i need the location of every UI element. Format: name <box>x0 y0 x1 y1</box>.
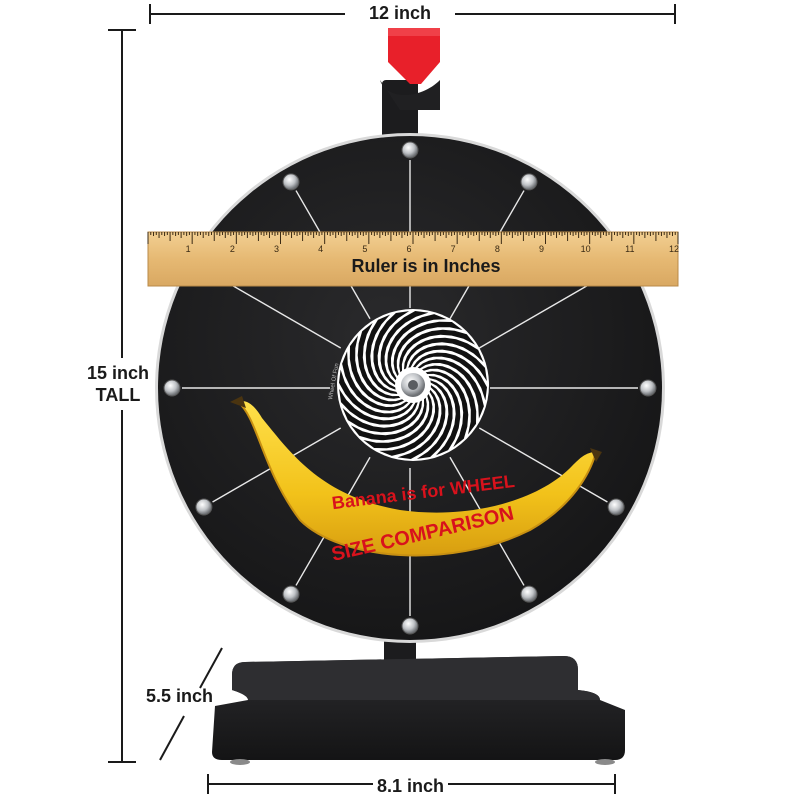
hub-swirl-stripe <box>342 351 409 411</box>
wheel-peg <box>401 617 419 635</box>
hub-swirl-stripe <box>404 337 484 370</box>
height-label-line2: TALL <box>95 385 141 405</box>
wheel-hub <box>337 309 489 461</box>
hub-swirl-stripe <box>365 314 398 394</box>
ruler-tick-number: 8 <box>495 244 500 254</box>
ruler-tick-number: 7 <box>451 244 456 254</box>
hub-swirl-stripe <box>373 311 410 390</box>
ruler-tick-number: 3 <box>274 244 279 254</box>
hub-swirl-stripe <box>417 359 484 419</box>
hub-swirl-stripe <box>380 311 429 385</box>
segment-divider <box>478 427 608 503</box>
hub-swirl-stripe <box>399 329 476 373</box>
ruler-tick-number: 1 <box>186 244 191 254</box>
hub-swirl-stripe <box>342 400 422 433</box>
wheel-peg <box>282 585 300 603</box>
hub-swirl-stripe <box>428 376 461 456</box>
ruler-tick-number: 12 <box>669 244 679 254</box>
hub-swirl-stripe <box>363 394 433 449</box>
ruler-tick-number: 4 <box>318 244 323 254</box>
base-depth-label: 5.5 inch <box>146 686 214 706</box>
hub-swirl-stripe <box>416 380 453 459</box>
hub-swirl-stripe <box>425 371 469 448</box>
ruler-caption: Ruler is in Inches <box>351 256 500 276</box>
hub-swirl-stripe <box>379 389 439 456</box>
wheel-peg <box>607 498 625 516</box>
base-width-label: 8.1 inch <box>373 776 449 797</box>
prize-wheel[interactable]: Wheel Of Fun <box>155 133 665 643</box>
pointer-flag[interactable] <box>388 28 440 84</box>
height-label: 15 inch TALL <box>68 362 168 406</box>
ruler-tick-number: 2 <box>230 244 235 254</box>
wheel-peg <box>639 379 657 397</box>
ruler-tick-number: 11 <box>625 244 634 254</box>
wheel-peg <box>163 379 181 397</box>
wheel-peg <box>195 498 213 516</box>
wheel-peg <box>401 141 419 159</box>
depth-dimension-line <box>159 647 223 761</box>
hub-swirl-stripe <box>339 369 413 418</box>
hub-swirl-stripe <box>397 385 446 459</box>
wheel-peg <box>520 173 538 191</box>
wheel-peg <box>520 585 538 603</box>
hub-swirl-stripe <box>357 322 401 399</box>
ruler-tick-number: 10 <box>581 244 591 254</box>
hub-swirl-stripe <box>413 352 487 401</box>
height-label-line1: 15 inch <box>86 363 150 383</box>
ruler-tick-number: 6 <box>406 244 411 254</box>
width-label: 12 inch <box>345 3 455 24</box>
hub-swirl-stripe <box>408 345 487 382</box>
hub-swirl-stripe <box>422 365 477 435</box>
hub-swirl-stripe <box>349 335 404 405</box>
wheel-peg <box>282 173 300 191</box>
ruler-tick-number: 9 <box>539 244 544 254</box>
hub-swirl-stripe <box>387 314 447 381</box>
height-dimension-line <box>108 29 136 763</box>
stand-base <box>212 656 625 765</box>
hub-swirl-stripe <box>339 388 418 425</box>
hub-swirl-stripe <box>350 397 427 441</box>
ruler-tick-number: 5 <box>362 244 367 254</box>
hub-swirl-stripe <box>393 321 463 376</box>
